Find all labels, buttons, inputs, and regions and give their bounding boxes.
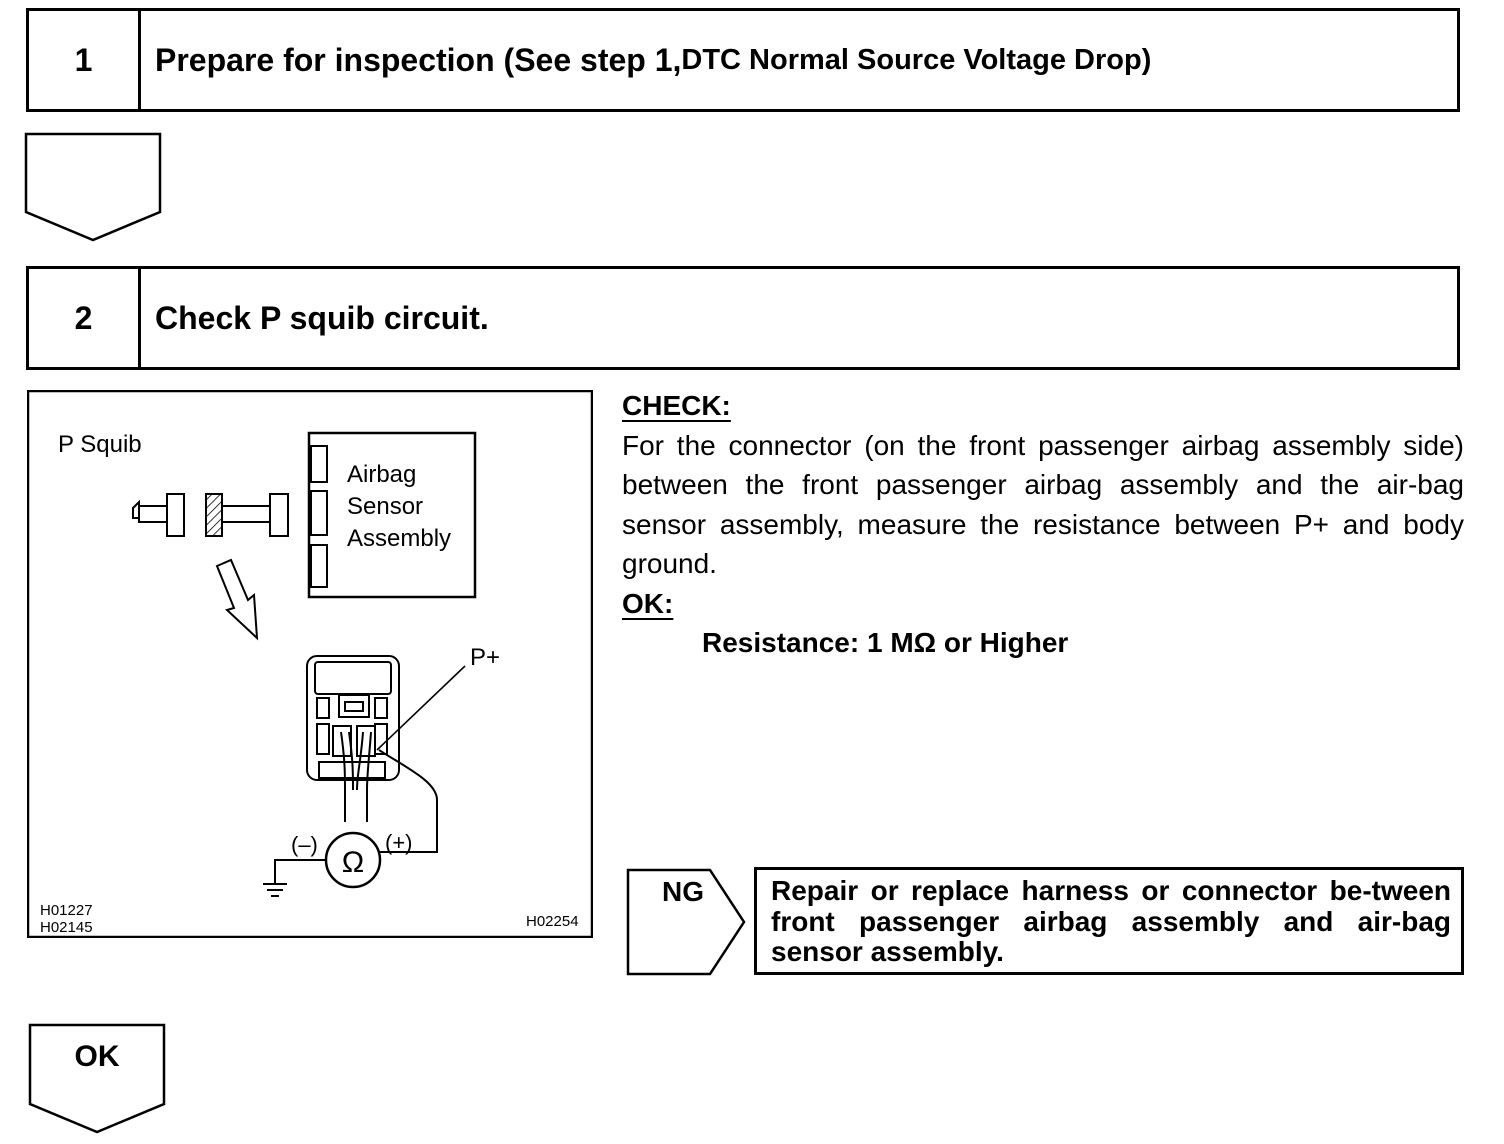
ground-icon [263, 883, 287, 897]
step-1-number: 1 [29, 11, 141, 109]
squib-connector [132, 493, 289, 537]
positive-lead [378, 749, 438, 853]
check-heading: CHECK: [622, 390, 731, 421]
repair-instruction-box: Repair or replace harness or connector b… [754, 867, 1464, 975]
step-1-box: 1 Prepare for inspection (See step 1,DTC… [26, 8, 1460, 112]
resistance-spec: Resistance: 1 MΩ or Higher [702, 627, 1069, 658]
code-left-1: H01227 [40, 902, 93, 919]
terminal-p-plus-label: P+ [470, 644, 500, 671]
step-2-title: Check P squib circuit. [155, 299, 489, 336]
connector-wires [340, 731, 372, 822]
connector-face [306, 655, 400, 781]
ohm-symbol: Ω [342, 846, 364, 879]
squib-circuit-figure: P Squib Airbag Sensor Assembly [27, 390, 593, 938]
ok-down-arrow [28, 1023, 166, 1134]
ng-arrow [626, 868, 746, 976]
code-left-2: H02145 [40, 919, 93, 936]
step-2-box: 2 Check P squib circuit. [26, 266, 1460, 370]
minus-label: (–) [291, 832, 318, 857]
step-1-title-main: Prepare for inspection (See step 1, [155, 41, 682, 78]
airbag-sensor-assembly: Airbag Sensor Assembly [307, 431, 477, 599]
ok-label: OK [74, 1040, 120, 1073]
step-1-title: Prepare for inspection (See step 1,DTC N… [155, 11, 1151, 109]
sensor-label-line-3: Assembly [347, 525, 451, 552]
p-plus-leader [376, 665, 466, 751]
ng-label: NG [662, 876, 704, 907]
ok-heading: OK: [622, 587, 674, 619]
direction-arrow [215, 558, 259, 641]
plus-label: (+) [385, 830, 413, 855]
sensor-label-line-1: Airbag [347, 461, 416, 488]
check-text: For the connector (on the front passenge… [622, 429, 1464, 580]
step-2-number: 2 [29, 269, 141, 367]
check-section: CHECK: For the connector (on the front p… [622, 386, 1464, 663]
sensor-label-line-2: Sensor [347, 493, 423, 520]
step-1-title-ref: DTC Normal Source Voltage Drop) [681, 43, 1152, 76]
negative-lead [274, 859, 326, 884]
p-squib-label: P Squib [58, 431, 142, 458]
down-arrow-1 [24, 132, 162, 242]
code-right: H02254 [526, 913, 579, 930]
